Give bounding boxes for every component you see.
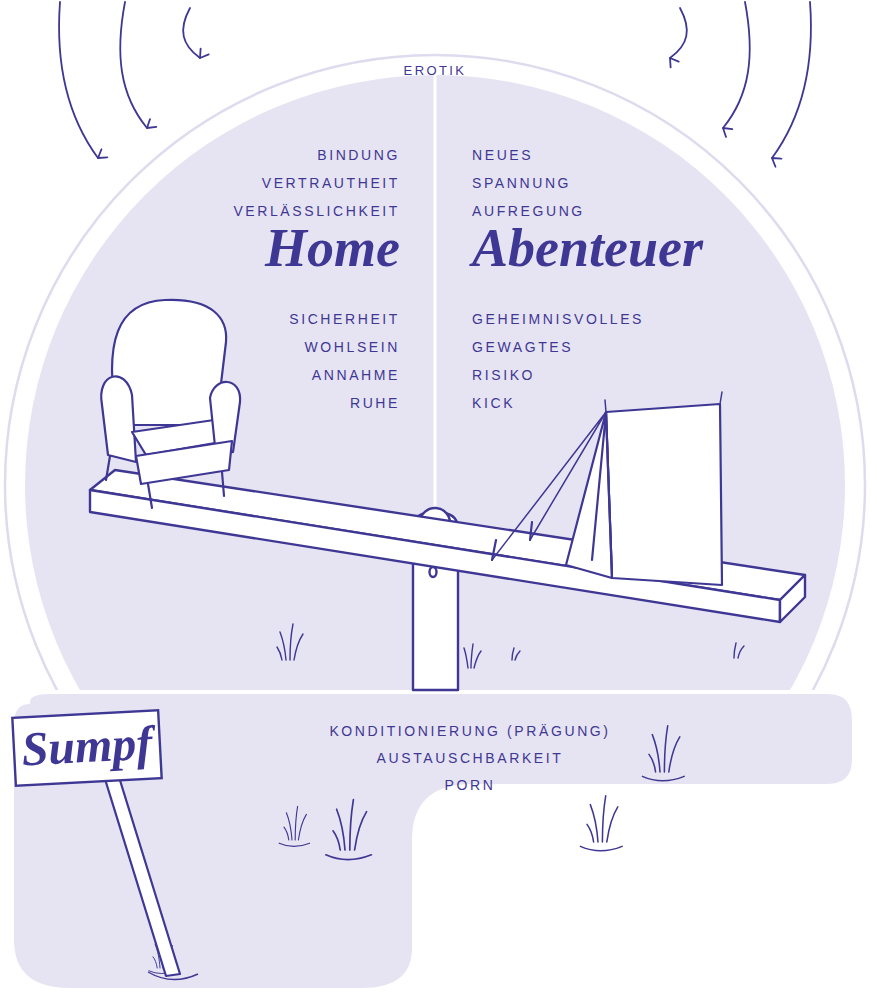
grass-blades	[587, 796, 618, 842]
ripple	[148, 972, 198, 980]
script-heading: Sumpf	[10, 712, 163, 780]
keyword: EROTIK	[0, 62, 870, 80]
keyword: GEWAGTES	[472, 338, 827, 356]
home-half: BINDUNG VERTRAUTHEIT VERLÄSSLICHKEITHomeSI…	[45, 140, 405, 460]
grass-tuft	[279, 806, 309, 846]
swamp-sign: Sumpf	[10, 708, 164, 788]
arrow	[59, 2, 98, 158]
keyword: ANNAHME	[45, 366, 400, 384]
keyword: RUHE	[45, 394, 400, 412]
keyword: AUSTAUSCHBARKEIT	[240, 749, 700, 767]
keyword: PORN	[240, 776, 700, 794]
arrow	[772, 2, 811, 158]
sign-post	[96, 748, 180, 976]
grass-blades	[649, 726, 680, 772]
keyword: AUFREGUNG	[472, 202, 827, 220]
grass-blades	[284, 806, 306, 840]
keyword: VERLÄSSLICHKEIT	[45, 202, 400, 220]
ripple	[580, 846, 622, 850]
keyword: WOHLSEIN	[45, 338, 400, 356]
keyword: RISIKO	[472, 366, 827, 384]
circle-fill	[25, 75, 845, 690]
ripple	[279, 843, 309, 846]
keyword: VERTRAUTHEIT	[45, 174, 400, 192]
circle-outline	[5, 55, 865, 690]
grass-tuft	[326, 800, 372, 860]
arrow	[183, 8, 200, 58]
keyword: NEUES	[472, 146, 827, 164]
keyword: KONDITIONIERUNG (PRÄGUNG)	[240, 722, 700, 740]
arrow	[670, 8, 687, 58]
node-shape	[0, 50, 870, 690]
keyword: KICK	[472, 394, 827, 412]
arrow	[120, 2, 147, 128]
swamp-region: KONDITIONIERUNG (PRÄGUNG) AUSTAUSCHBARKEI…	[0, 690, 870, 992]
grass-tuft	[642, 726, 684, 781]
keyword: BINDUNG	[45, 146, 400, 164]
grass-tuft	[580, 796, 622, 851]
ripple	[642, 776, 684, 780]
grass-blades	[333, 800, 367, 850]
ripple	[326, 855, 372, 860]
keyword: SPANNUNG	[472, 174, 827, 192]
arrow	[723, 2, 750, 128]
circle-region: EROTIK BINDUNG VERTRAUTHEIT VERLÄSSLICHKEIT…	[0, 50, 870, 690]
adventure-half: NEUES SPANNUNG AUFREGUNGAbenteuerGEHEIMNIS…	[465, 140, 825, 460]
keyword: GEHEIMNISVOLLES	[472, 310, 827, 328]
script-heading: Home	[45, 218, 400, 278]
keyword: SICHERHEIT	[45, 310, 400, 328]
script-heading: Abenteuer	[472, 218, 827, 278]
